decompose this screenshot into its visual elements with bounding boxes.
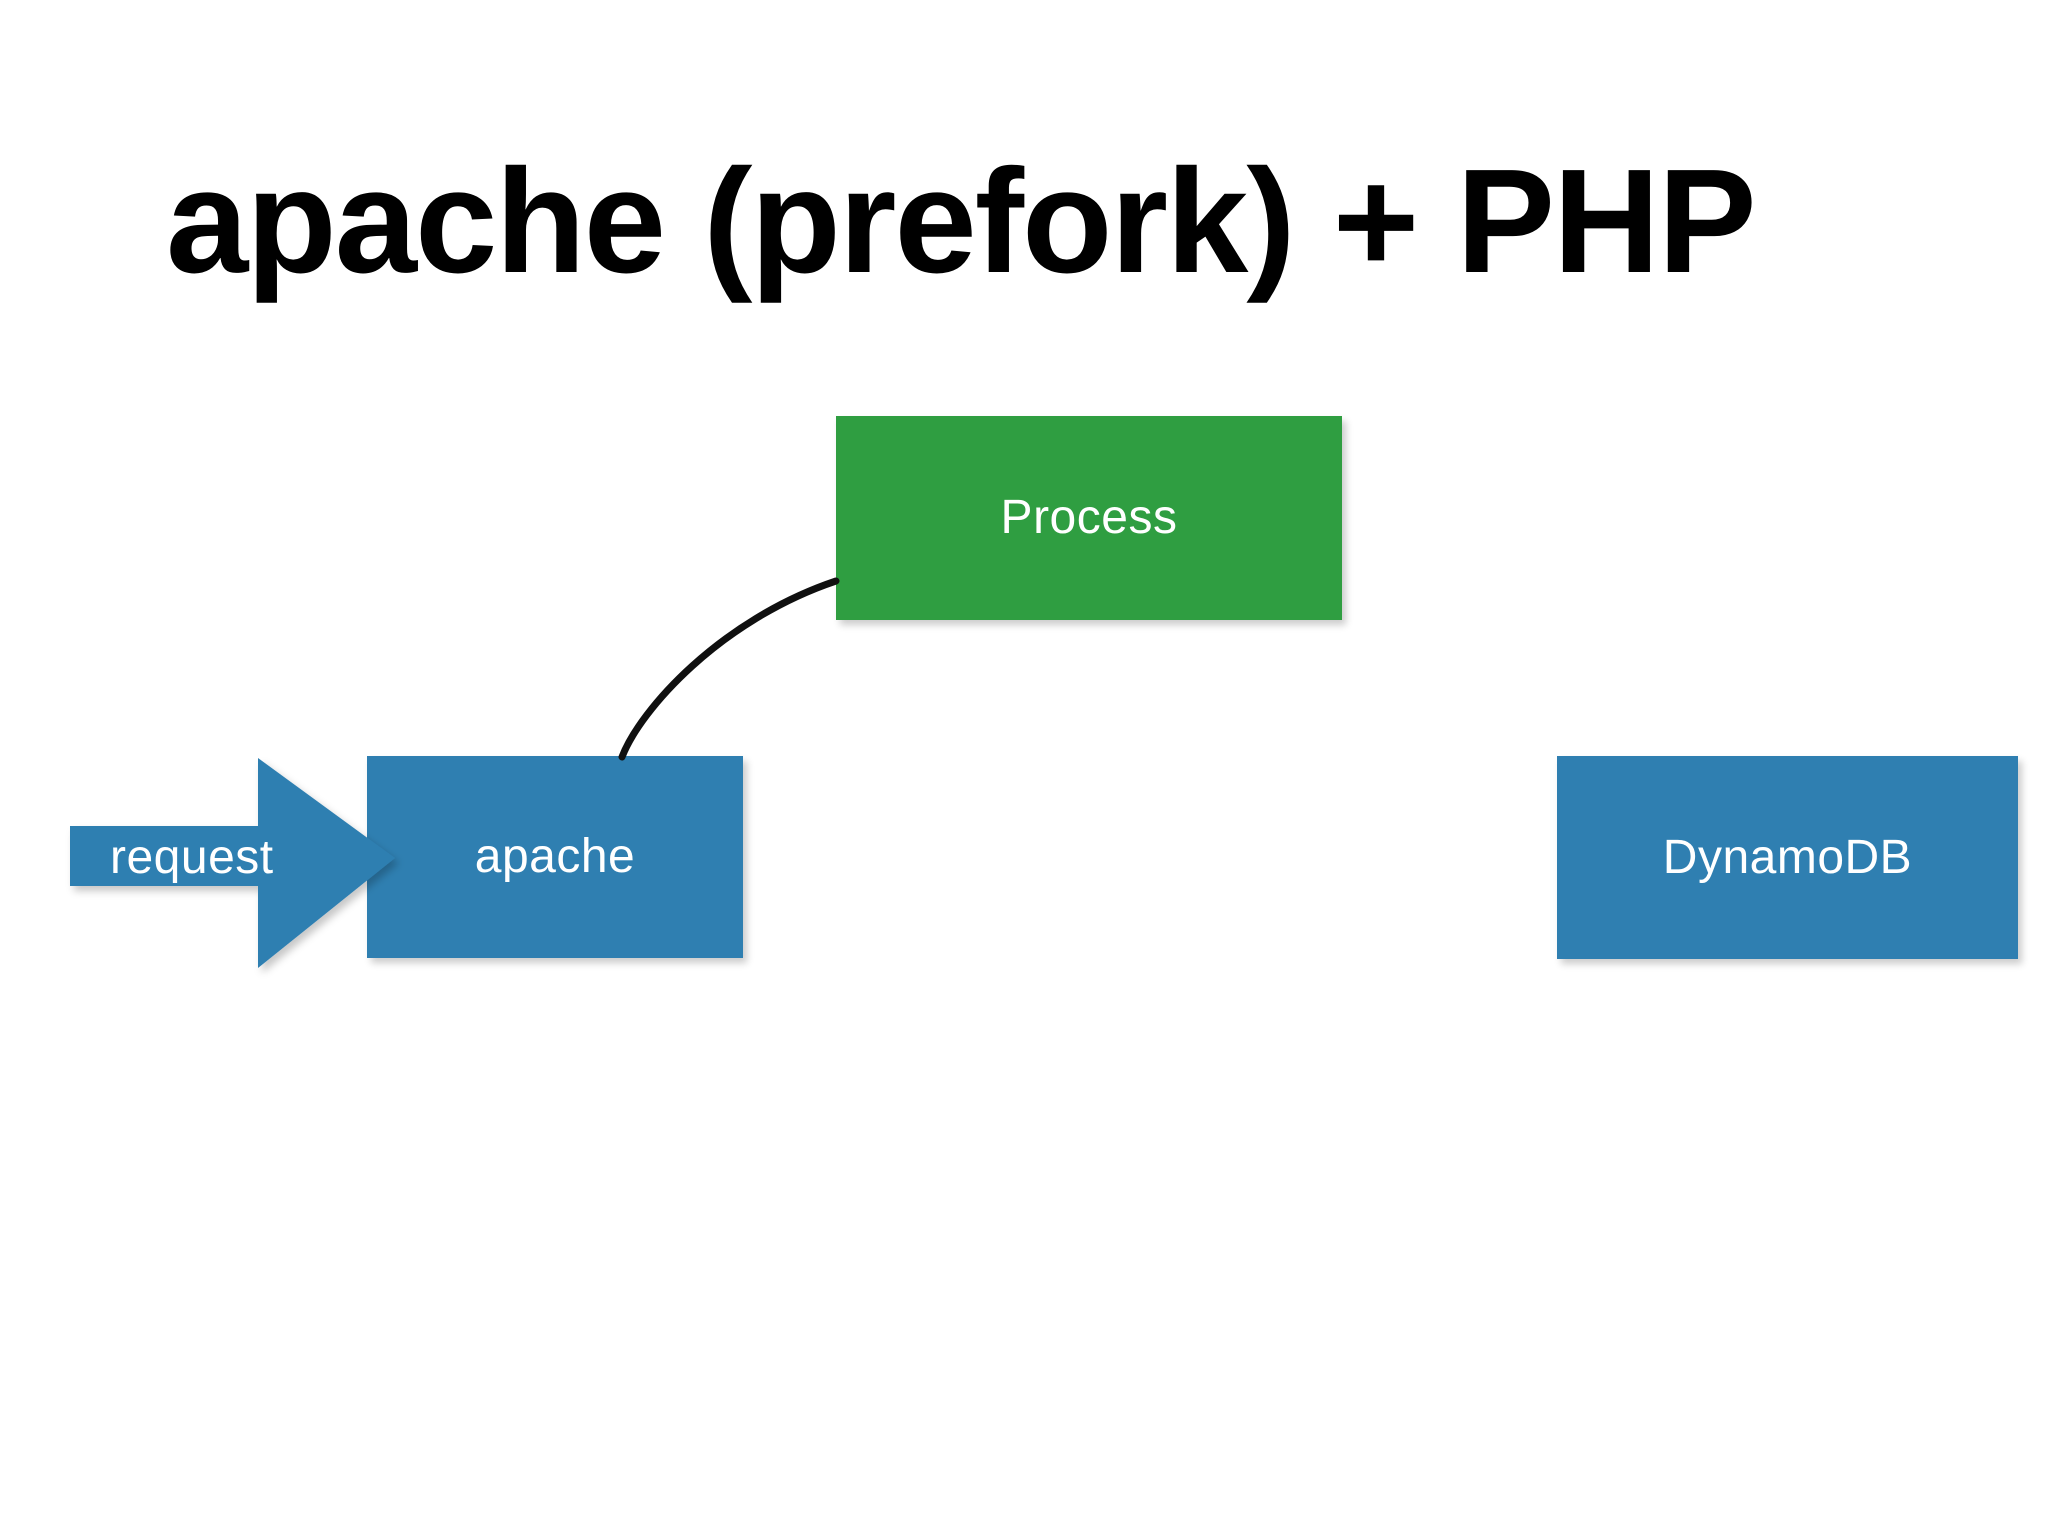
node-process-label: Process xyxy=(1000,491,1178,544)
request-arrow[interactable] xyxy=(55,745,405,990)
node-process[interactable]: Process xyxy=(836,416,1342,620)
node-apache[interactable]: apache xyxy=(367,756,743,958)
page-title: apache (prefork) + PHP xyxy=(166,139,1757,304)
node-apache-label: apache xyxy=(474,830,636,883)
request-arrow-shape xyxy=(70,758,395,968)
request-arrow-label: request xyxy=(110,830,274,884)
node-dynamodb[interactable]: DynamoDB xyxy=(1557,756,2018,959)
node-dynamodb-label: DynamoDB xyxy=(1662,830,1913,884)
